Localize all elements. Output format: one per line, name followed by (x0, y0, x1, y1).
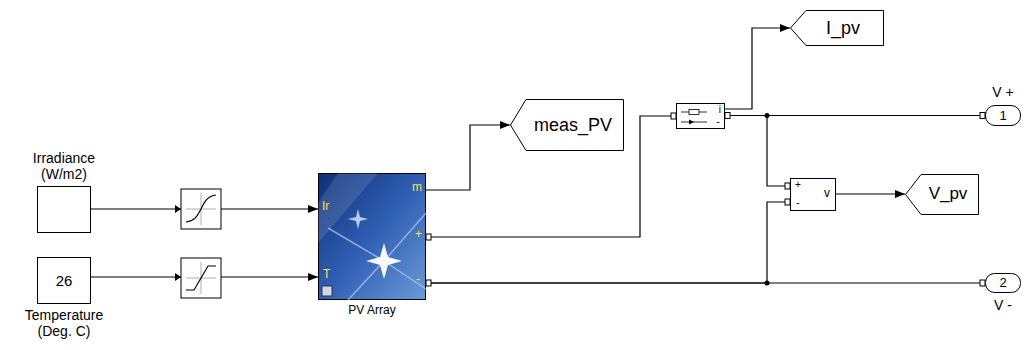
current-measurement: i- (676, 103, 725, 129)
block-name: Irradiance (W/m2) (19, 150, 109, 182)
port-label: + (795, 179, 801, 191)
constant-block: 26Temperature (Deg. C) (37, 257, 91, 304)
signal-name: V_pv (923, 184, 973, 204)
port-name: V - (983, 297, 1023, 313)
signal-wire (426, 125, 510, 190)
block-name: PV Array (322, 304, 422, 318)
port-number: 2 (985, 276, 1021, 291)
goto-tag: I_pv (790, 10, 884, 46)
signal-wire (725, 116, 790, 187)
signal-wire (836, 193, 905, 194)
pv-array-block: IrTm+-PV Array (318, 173, 426, 300)
port-label: + (415, 228, 422, 242)
saturation-block (175, 258, 221, 298)
port-label: Ir (322, 200, 329, 214)
port-label: - (716, 115, 720, 128)
goto-tag: meas_PV (510, 99, 624, 151)
lookup-block (175, 189, 221, 229)
constant-value: 26 (38, 272, 90, 289)
physical-port (426, 113, 985, 287)
outport: 1V + (985, 105, 1021, 126)
signal-name: I_pv (808, 18, 878, 39)
goto-tag: V_pv (905, 174, 979, 215)
signal-name: meas_PV (528, 115, 618, 136)
port-label: i (719, 104, 721, 116)
port-name: V + (983, 84, 1023, 100)
block-name: Temperature (Deg. C) (14, 307, 114, 339)
outport: 2V - (985, 273, 1021, 293)
constant-block: Irradiance (W/m2) (37, 186, 91, 233)
port-label: T (323, 268, 330, 282)
signal-wire (725, 28, 790, 109)
port-label: - (796, 196, 800, 209)
signal-wire (426, 202, 790, 283)
pv-outline (318, 173, 426, 300)
port-number: 1 (985, 108, 1021, 123)
port-label: v (824, 187, 830, 201)
port-label: m (412, 181, 422, 195)
junction-dot (765, 113, 770, 286)
voltage-measurement: + - v (790, 178, 836, 211)
port-label: - (416, 273, 420, 287)
